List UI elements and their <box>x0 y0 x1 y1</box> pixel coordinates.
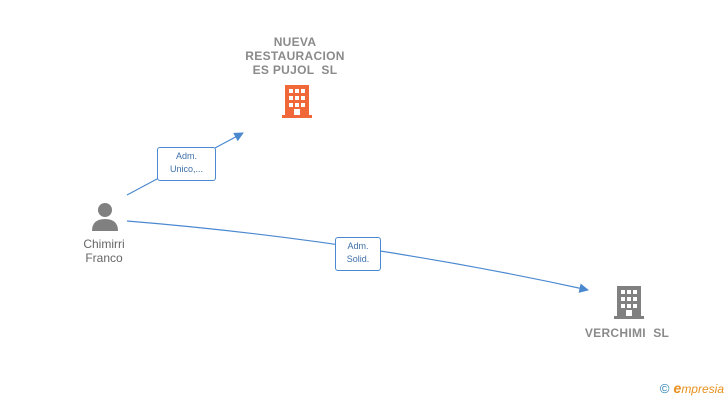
person-name-line: Franco <box>85 251 123 265</box>
person-icon[interactable] <box>92 203 118 231</box>
relation-label[interactable]: Adm. Solid. <box>335 237 381 271</box>
relation-label-line: Solid. <box>346 254 370 264</box>
relation-label-line: Unico,... <box>169 164 203 174</box>
relation-label-line: Adm. <box>347 241 369 251</box>
company-name-line: RESTAURACION <box>245 49 345 63</box>
person-name[interactable]: Chimirri Franco <box>64 237 144 265</box>
person-name-line: Chimirri <box>83 237 125 251</box>
brand-logo: ©empresia <box>660 380 724 396</box>
relation-label-line: Adm. <box>175 151 197 161</box>
brand-name: mpresia <box>681 382 724 396</box>
brand-initial: e <box>673 380 682 396</box>
company-name-line: NUEVA <box>273 35 317 49</box>
company-name-line: VERCHIMI SL <box>584 326 670 340</box>
building-icon[interactable] <box>614 286 644 319</box>
company-name-line: ES PUJOL SL <box>252 63 338 77</box>
copyright-icon: © <box>659 381 670 396</box>
company-name-nueva-restauracion[interactable]: NUEVA RESTAURACION ES PUJOL SL <box>230 35 360 77</box>
company-name-verchimi[interactable]: VERCHIMI SL <box>570 326 684 340</box>
building-icon[interactable] <box>282 85 312 118</box>
relation-label[interactable]: Adm. Unico,... <box>157 147 216 181</box>
